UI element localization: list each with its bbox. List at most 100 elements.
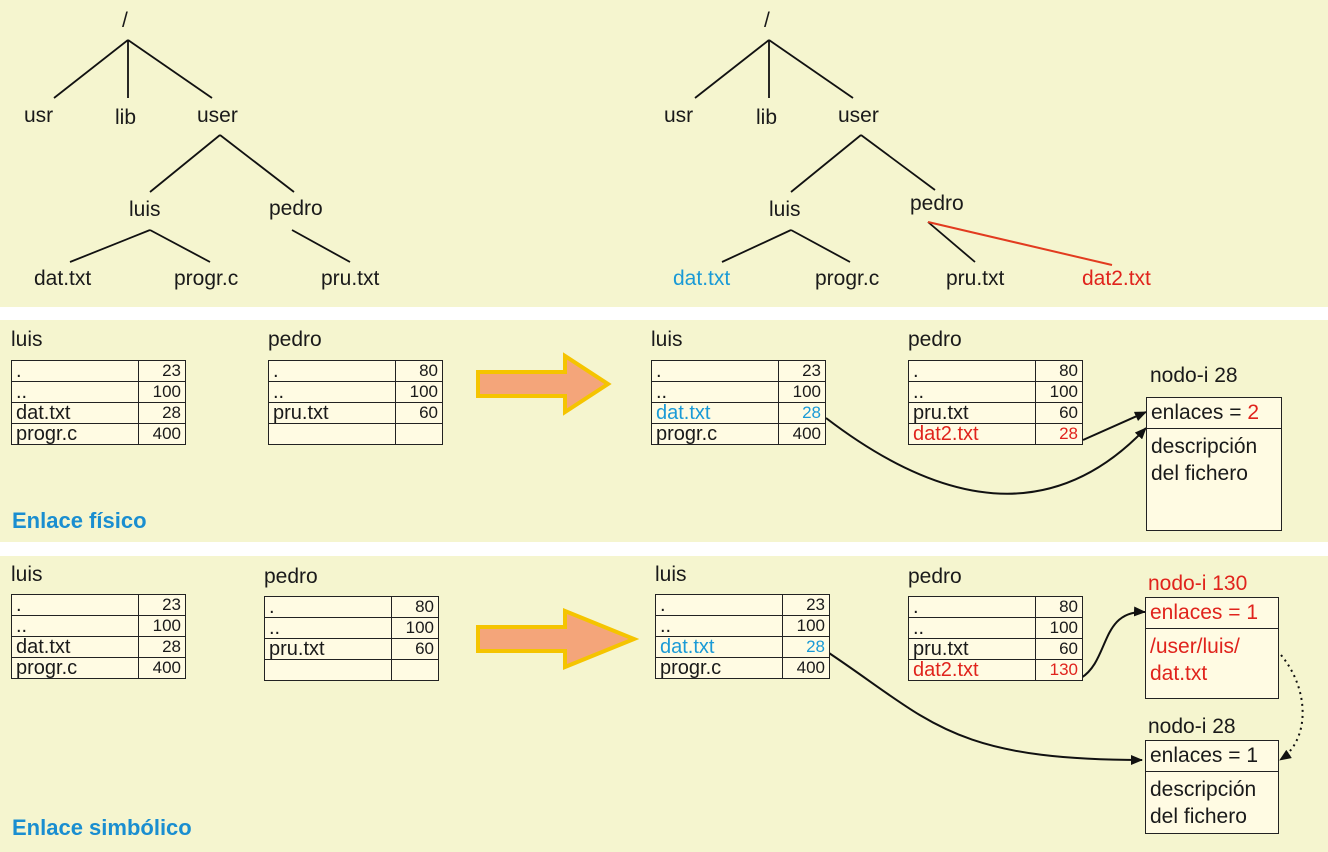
table-row: .23 [651, 360, 826, 382]
entry-name-cell: progr.c [655, 657, 783, 679]
table-row: .80 [264, 596, 439, 618]
tree-right-dat2: dat2.txt [1082, 267, 1151, 290]
entry-name-cell: dat.txt [655, 636, 783, 658]
table-row: ..100 [908, 617, 1083, 639]
inode-number-cell: 28 [138, 402, 186, 424]
inode-text: del fichero [1150, 805, 1247, 828]
table-row: ..100 [655, 615, 830, 637]
entry-name-cell: . [11, 360, 139, 382]
inode-number-cell: 23 [138, 594, 186, 616]
inode-number-cell: 130 [1035, 659, 1083, 681]
entry-name-cell: progr.c [11, 657, 139, 679]
entry-name-cell: pru.txt [268, 402, 396, 424]
tree-left-dat: dat.txt [34, 267, 92, 290]
entry-name-cell: . [655, 594, 783, 616]
entry-name-cell: .. [11, 381, 139, 403]
inode-number-cell: 400 [778, 423, 826, 445]
fisico-title: Enlace físico [12, 508, 147, 533]
inode-number-cell: 400 [782, 657, 830, 679]
inode-number-cell: 80 [391, 596, 439, 618]
tree-left-pru: pru.txt [321, 267, 380, 290]
entry-name-cell: . [268, 360, 396, 382]
fisico-after-luis-label: luis [651, 328, 683, 351]
entry-name-cell: progr.c [651, 423, 779, 445]
tree-left-root: / [122, 9, 128, 32]
simbolico-inode130-links: enlaces = 1 [1146, 598, 1278, 629]
tree-left-pedro: pedro [269, 197, 323, 220]
simbolico-inode130-box: enlaces = 1 /user/luis/dat.txt [1145, 597, 1279, 699]
entry-name-cell: . [651, 360, 779, 382]
inode-number-cell: 60 [391, 638, 439, 660]
tree-right-root: / [764, 9, 770, 32]
inode-number-cell: 100 [138, 615, 186, 637]
table-row: .23 [11, 594, 186, 616]
entry-name-cell: .. [908, 381, 1036, 403]
inode-number-cell: 80 [1035, 360, 1083, 382]
inode-number-cell: 23 [778, 360, 826, 382]
entry-name-cell [264, 659, 392, 681]
fisico-before-pedro-label: pedro [268, 328, 322, 351]
inode-number-cell: 60 [1035, 638, 1083, 660]
table-row: .23 [655, 594, 830, 616]
tree-left-usr: usr [24, 104, 54, 127]
inode-text: del fichero [1151, 462, 1248, 485]
table-row: .80 [908, 360, 1083, 382]
table-row: ..100 [11, 381, 186, 403]
fisico-inode-links: enlaces = 2 [1147, 398, 1281, 429]
inode-number-cell: 400 [138, 657, 186, 679]
entry-name-cell: pru.txt [908, 638, 1036, 660]
entry-name-cell: dat.txt [11, 402, 139, 424]
entry-name-cell [268, 423, 396, 445]
tree-right-luis: luis [769, 198, 801, 221]
table-row: ..100 [651, 381, 826, 403]
entry-name-cell: dat.txt [11, 636, 139, 658]
table-row: ..100 [11, 615, 186, 637]
inode-number-cell: 100 [1035, 617, 1083, 639]
inode-number-cell: 100 [778, 381, 826, 403]
inode-number-cell [395, 423, 443, 445]
inode-number-cell: 23 [782, 594, 830, 616]
entry-name-cell: .. [655, 615, 783, 637]
simbolico-before-luis-label: luis [11, 563, 43, 586]
entry-name-cell: .. [11, 615, 139, 637]
table-row: ..100 [268, 381, 443, 403]
tree-right-user: user [838, 104, 879, 127]
inode-text: dat.txt [1150, 662, 1208, 685]
table-row: .23 [11, 360, 186, 382]
table-row [264, 659, 439, 681]
table-row: ..100 [908, 381, 1083, 403]
inode-text: 2 [1247, 401, 1260, 424]
entry-name-cell: .. [268, 381, 396, 403]
tree-left-user: user [197, 104, 238, 127]
inode-number-cell: 28 [778, 402, 826, 424]
tree-right-lib: lib [756, 106, 778, 129]
entry-name-cell: .. [651, 381, 779, 403]
tree-right-pru: pru.txt [946, 267, 1005, 290]
inode-number-cell: 23 [138, 360, 186, 382]
inode-text: enlaces = [1151, 401, 1248, 424]
